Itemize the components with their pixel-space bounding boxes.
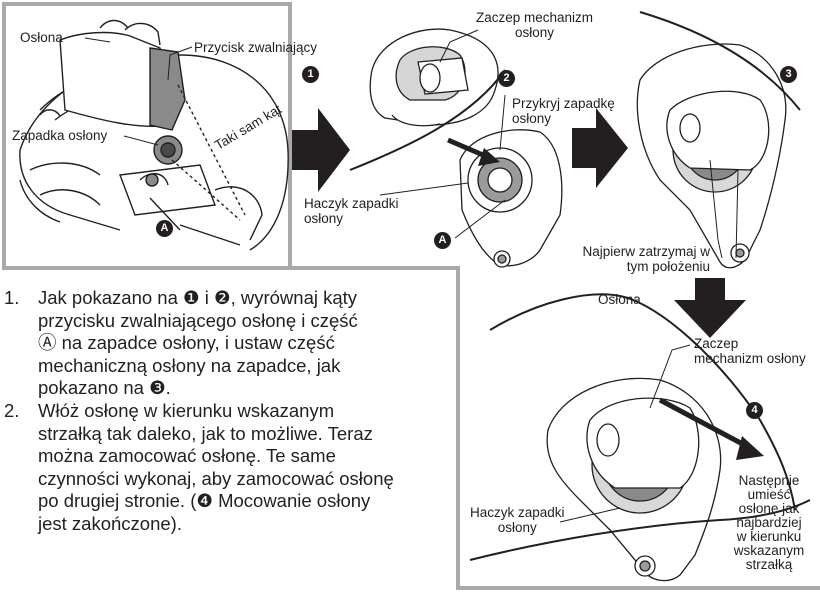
part-a-marker-2: A (434, 232, 451, 249)
step-marker-2: 2 (498, 70, 515, 87)
arrow-right-1 (292, 108, 350, 192)
mechanism-illustration-1 (370, 29, 498, 126)
mechanism-illustration-2 (637, 44, 785, 268)
instruction-list: 1. Jak pokazano na ❶ i ❷, wyrównaj kąty … (4, 287, 456, 536)
arrow-down (674, 278, 746, 338)
label-visor-2: Osłona (598, 292, 641, 307)
instruction-step-1: 1. Jak pokazano na ❶ i ❷, wyrównaj kąty … (4, 287, 456, 400)
part-a-marker-1: A (156, 220, 173, 237)
step-marker-1: 1 (302, 66, 319, 83)
step-number: 2. (4, 400, 19, 423)
instruction-step-2: 2. Włóż osłonę w kierunku wskazanym strz… (4, 400, 456, 536)
label-visor-latch: Zapadka osłony (12, 128, 107, 143)
step-marker-4: 4 (746, 402, 763, 419)
step-marker-3: 3 (780, 66, 797, 83)
label-visor: Osłona (20, 30, 63, 45)
mechanism-illustration-3 (547, 378, 721, 580)
step-number: 1. (4, 287, 19, 310)
label-release-button: Przycisk zwalniający (194, 40, 317, 55)
